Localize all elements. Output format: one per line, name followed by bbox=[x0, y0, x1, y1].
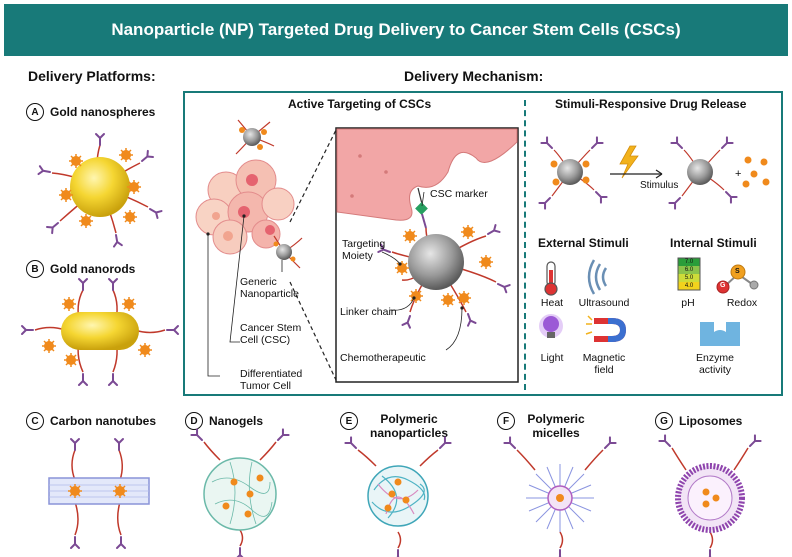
platform-e-name: Polymeric nanoparticles bbox=[369, 412, 449, 440]
ultrasound-label: Ultrasound bbox=[578, 297, 630, 309]
label-csc: Cancer Stem Cell (CSC) bbox=[240, 322, 302, 346]
platform-g-name: Liposomes bbox=[679, 414, 743, 428]
platform-g-label: G Liposomes bbox=[655, 412, 742, 430]
carbon-nanotube-graphic bbox=[48, 438, 150, 549]
platform-c-name: Carbon nanotubes bbox=[50, 414, 157, 428]
active-targeting-graphic bbox=[195, 119, 519, 383]
platform-b-badge: B bbox=[26, 260, 44, 278]
polymeric-micelle-graphic bbox=[503, 436, 617, 557]
light-label: Light bbox=[540, 352, 564, 364]
polymeric-nanoparticle-graphic bbox=[344, 436, 452, 557]
external-stimuli-title: External Stimuli bbox=[538, 236, 629, 250]
ph-strip-icon bbox=[677, 257, 701, 291]
light-bulb-icon bbox=[539, 314, 563, 338]
platform-a-label: A Gold nanospheres bbox=[26, 103, 155, 121]
enzyme-icon bbox=[700, 322, 740, 346]
thermometer-icon bbox=[544, 261, 558, 296]
magnetic-field-label: Magnetic field bbox=[582, 352, 626, 376]
mechanism-heading: Delivery Mechanism: bbox=[404, 68, 544, 84]
redox-label: Redox bbox=[726, 297, 758, 309]
label-differentiated: Differentiated Tumor Cell bbox=[240, 368, 303, 392]
redox-g: G bbox=[720, 282, 726, 289]
gold-nanosphere-graphic bbox=[37, 133, 163, 248]
mechanism-panel bbox=[183, 91, 783, 396]
platform-c-badge: C bbox=[26, 412, 44, 430]
platform-c-label: C Carbon nanotubes bbox=[26, 412, 156, 430]
nanogel-graphic bbox=[190, 428, 290, 557]
panel-divider bbox=[524, 100, 526, 390]
platform-d-label: D Nanogels bbox=[185, 412, 263, 430]
platform-f-name: Polymeric micelles bbox=[527, 412, 585, 440]
active-targeting-title: Active Targeting of CSCs bbox=[288, 97, 432, 111]
redox-icon bbox=[716, 264, 759, 294]
platform-f-badge: F bbox=[497, 412, 515, 430]
internal-stimuli-title: Internal Stimuli bbox=[670, 236, 757, 250]
label-generic-np: Generic Nanoparticle bbox=[240, 276, 299, 300]
magnet-icon bbox=[585, 315, 626, 342]
stimuli-title: Stimuli-Responsive Drug Release bbox=[555, 97, 747, 111]
platform-b-label: B Gold nanorods bbox=[26, 260, 135, 278]
platform-f-label: F Polymeric micelles bbox=[497, 412, 591, 440]
label-linker-chain: Linker chain bbox=[340, 306, 397, 318]
stimulus-arrow-label: Stimulus bbox=[640, 180, 679, 191]
gold-nanorod-graphic bbox=[21, 278, 179, 386]
platform-e-label: E Polymeric nanoparticles bbox=[340, 412, 454, 440]
label-chemotherapeutic: Chemotherapeutic bbox=[340, 352, 426, 364]
label-targeting-moiety: Targeting Moiety bbox=[342, 238, 386, 262]
ph-values: 7.0 6.0 5.0 4.0 bbox=[684, 259, 694, 289]
enzyme-activity-label: Enzyme activity bbox=[696, 352, 734, 376]
platforms-heading: Delivery Platforms: bbox=[28, 68, 156, 84]
redox-s: S bbox=[735, 268, 740, 275]
platform-d-name: Nanogels bbox=[209, 414, 264, 428]
ph-label: pH bbox=[681, 297, 695, 309]
page-title: Nanoparticle (NP) Targeted Drug Delivery… bbox=[4, 4, 788, 56]
platform-a-name: Gold nanospheres bbox=[50, 105, 156, 119]
free-nanoparticle bbox=[235, 119, 275, 155]
label-csc-marker: CSC marker bbox=[430, 188, 488, 200]
platform-a-badge: A bbox=[26, 103, 44, 121]
stimuli-graphic bbox=[538, 136, 770, 346]
platform-d-badge: D bbox=[185, 412, 203, 430]
platform-e-badge: E bbox=[340, 412, 358, 430]
plus-sign: + bbox=[735, 168, 742, 180]
platform-g-badge: G bbox=[655, 412, 673, 430]
ultrasound-icon bbox=[587, 259, 608, 295]
heat-label: Heat bbox=[540, 297, 564, 309]
liposome-graphic bbox=[658, 434, 762, 557]
platform-b-name: Gold nanorods bbox=[50, 262, 136, 276]
